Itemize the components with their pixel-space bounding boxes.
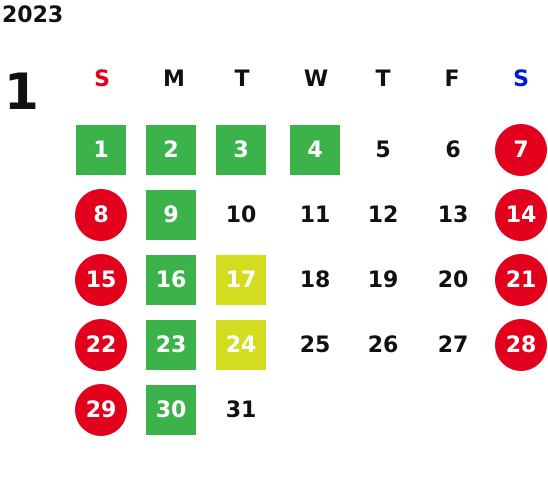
weekday-header-tue: T (234, 67, 250, 92)
day-number: 26 (367, 332, 399, 358)
day-cell-6[interactable]: 6 (423, 124, 483, 176)
day-number: 23 (146, 320, 196, 370)
day-cell-1[interactable]: 1 (71, 124, 131, 176)
day-number: 1 (76, 125, 126, 175)
day-number: 28 (495, 319, 547, 371)
day-number: 3 (216, 125, 266, 175)
day-number: 7 (495, 124, 547, 176)
day-cell-23[interactable]: 23 (141, 319, 201, 371)
day-cell-30[interactable]: 30 (141, 384, 201, 436)
day-number: 22 (75, 319, 127, 371)
weekday-header-sat: S (513, 67, 529, 92)
day-number: 29 (75, 384, 127, 436)
day-cell-7[interactable]: 7 (491, 124, 548, 176)
weekday-header-sun: S (94, 67, 110, 92)
day-number: 27 (437, 332, 469, 358)
day-number: 9 (146, 190, 196, 240)
day-cell-21[interactable]: 21 (491, 254, 548, 306)
day-number: 13 (437, 202, 469, 228)
day-cell-16[interactable]: 16 (141, 254, 201, 306)
day-cell-14[interactable]: 14 (491, 189, 548, 241)
day-number: 2 (146, 125, 196, 175)
day-cell-22[interactable]: 22 (71, 319, 131, 371)
day-number: 17 (216, 255, 266, 305)
day-cell-10[interactable]: 10 (211, 189, 271, 241)
day-cell-26[interactable]: 26 (353, 319, 413, 371)
day-number: 19 (367, 267, 399, 293)
day-cell-11[interactable]: 11 (285, 189, 345, 241)
weekday-header-fri: F (444, 67, 460, 92)
day-cell-3[interactable]: 3 (211, 124, 271, 176)
day-number: 12 (367, 202, 399, 228)
day-number: 20 (437, 267, 469, 293)
day-cell-5[interactable]: 5 (353, 124, 413, 176)
day-cell-4[interactable]: 4 (285, 124, 345, 176)
weekday-header-thu: T (375, 67, 391, 92)
day-cell-20[interactable]: 20 (423, 254, 483, 306)
day-cell-25[interactable]: 25 (285, 319, 345, 371)
day-number: 16 (146, 255, 196, 305)
day-cell-15[interactable]: 15 (71, 254, 131, 306)
day-cell-28[interactable]: 28 (491, 319, 548, 371)
day-number: 18 (299, 267, 331, 293)
day-cell-12[interactable]: 12 (353, 189, 413, 241)
month-number: 1 (4, 63, 39, 121)
day-cell-8[interactable]: 8 (71, 189, 131, 241)
day-number: 30 (146, 385, 196, 435)
day-number: 21 (495, 254, 547, 306)
day-number: 4 (290, 125, 340, 175)
day-number: 10 (225, 202, 257, 228)
day-number: 8 (75, 189, 127, 241)
day-number: 24 (216, 320, 266, 370)
day-number: 5 (375, 137, 391, 163)
day-cell-29[interactable]: 29 (71, 384, 131, 436)
day-cell-24[interactable]: 24 (211, 319, 271, 371)
day-cell-27[interactable]: 27 (423, 319, 483, 371)
day-cell-9[interactable]: 9 (141, 189, 201, 241)
year-label: 2023 (2, 3, 64, 28)
day-number: 31 (225, 397, 257, 423)
day-cell-2[interactable]: 2 (141, 124, 201, 176)
day-number: 11 (299, 202, 331, 228)
day-number: 15 (75, 254, 127, 306)
day-number: 14 (495, 189, 547, 241)
day-cell-13[interactable]: 13 (423, 189, 483, 241)
day-cell-18[interactable]: 18 (285, 254, 345, 306)
weekday-header-wed: W (303, 67, 329, 92)
day-cell-19[interactable]: 19 (353, 254, 413, 306)
weekday-header-mon: M (163, 67, 185, 92)
day-cell-17[interactable]: 17 (211, 254, 271, 306)
day-number: 6 (445, 137, 461, 163)
day-number: 25 (299, 332, 331, 358)
day-cell-31[interactable]: 31 (211, 384, 271, 436)
